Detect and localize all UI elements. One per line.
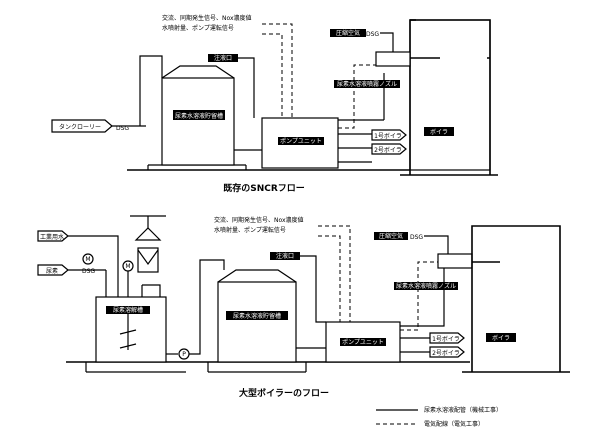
svg-text:M: M (85, 256, 90, 263)
top-tanker-label: タンクローリー (59, 123, 101, 131)
svg-text:M: M (125, 263, 130, 270)
svg-text:ポンプユニット: ポンプユニット (342, 338, 384, 346)
svg-text:2号ボイラ: 2号ボイラ (432, 349, 460, 357)
svg-text:注液口: 注液口 (276, 252, 294, 260)
svg-text:1号ボイラ: 1号ボイラ (374, 132, 402, 140)
svg-text:尿素水溶液貯留槽: 尿素水溶液貯留槽 (233, 312, 281, 320)
bottom-storage-tank: 尿素水溶液貯留槽 注液口 (217, 252, 326, 363)
bottom-outputs: 1号ボイラ 2号ボイラ (400, 268, 465, 358)
bottom-hopper (130, 215, 166, 297)
bottom-pump-unit: ポンプユニット (325, 321, 401, 363)
svg-text:DSG: DSG (82, 268, 95, 275)
svg-text:DSG: DSG (366, 31, 379, 38)
bottom-signal: 交流、同期発生信号、Nox濃度値 水噴射量、ポンプ運転信号 (214, 216, 438, 331)
bottom-pump-p: P (166, 259, 225, 360)
svg-text:圧縮空気: 圧縮空気 (379, 232, 403, 240)
svg-text:ボイラ: ボイラ (492, 334, 510, 342)
top-flow: 尿素水溶液貯留槽 ポンプユニット ボイラ タンクローリー DSG (51, 14, 498, 194)
bottom-nozzle: 尿素水溶液噴霧ノズル 圧縮空気 DSG (374, 232, 500, 290)
svg-text:尿素水溶液噴霧ノズル: 尿素水溶液噴霧ノズル (337, 80, 397, 88)
top-boiler-label: ボイラ (430, 128, 448, 136)
top-signal: 交流、同期発生信号、Nox濃度値 水噴射量、ポンプ運転信号 (162, 14, 384, 129)
svg-text:尿素水溶液噴霧ノズル: 尿素水溶液噴霧ノズル (396, 282, 456, 290)
svg-text:P: P (182, 351, 186, 358)
top-inlet: 注液口 (208, 54, 262, 151)
bottom-urea-in: 尿素 DSG M (37, 253, 107, 297)
top-pump-unit: ポンプユニット (261, 117, 339, 169)
top-nozzle: 尿素水溶液噴霧ノズル 圧縮空気 DSG (330, 29, 440, 88)
bottom-flow: 工業用水 尿素 DSG M M 尿 (37, 215, 570, 399)
svg-text:1号ボイラ: 1号ボイラ (432, 335, 460, 343)
top-title: 既存のSNCRフロー (223, 182, 305, 194)
svg-text:圧縮空気: 圧縮空気 (336, 29, 360, 37)
top-signal-text-1: 交流、同期発生信号、Nox濃度値 (162, 14, 252, 22)
legend-dashed-label: 電気配線（電気工事） (424, 420, 484, 428)
svg-text:注液口: 注液口 (214, 54, 232, 62)
top-pump-unit-label: ポンプユニット (280, 137, 322, 145)
top-tanker: タンクローリー DSG (51, 55, 163, 133)
top-boiler: ボイラ (400, 19, 498, 176)
top-signal-text-2: 水噴射量、ポンプ運転信号 (162, 24, 234, 32)
svg-text:交流、同期発生信号、Nox濃度値: 交流、同期発生信号、Nox濃度値 (214, 216, 304, 224)
bottom-boiler: ボイラ (462, 225, 570, 373)
bottom-title: 大型ボイラーのフロー (239, 387, 329, 399)
top-tanker-valve: DSG (116, 125, 129, 132)
svg-text:DSG: DSG (410, 234, 423, 241)
top-storage-tank: 尿素水溶液貯留槽 (161, 65, 235, 166)
legend-solid-label: 尿素水溶液配管（機械工事） (424, 406, 502, 414)
svg-text:尿素溶解槽: 尿素溶解槽 (113, 306, 143, 314)
legend: 尿素水溶液配管（機械工事） 電気配線（電気工事） (376, 406, 502, 428)
top-outputs: 1号ボイラ 2号ボイラ (338, 73, 407, 163)
svg-text:工業用水: 工業用水 (40, 233, 64, 241)
svg-text:2号ボイラ: 2号ボイラ (374, 146, 402, 154)
top-storage-tank-label: 尿素水溶液貯留槽 (175, 112, 223, 120)
bottom-dissolve-tank: 尿素溶解槽 (95, 296, 167, 363)
svg-text:水噴射量、ポンプ運転信号: 水噴射量、ポンプ運転信号 (214, 226, 286, 234)
svg-text:尿素: 尿素 (46, 267, 58, 275)
bottom-water-in: 工業用水 (37, 230, 119, 297)
